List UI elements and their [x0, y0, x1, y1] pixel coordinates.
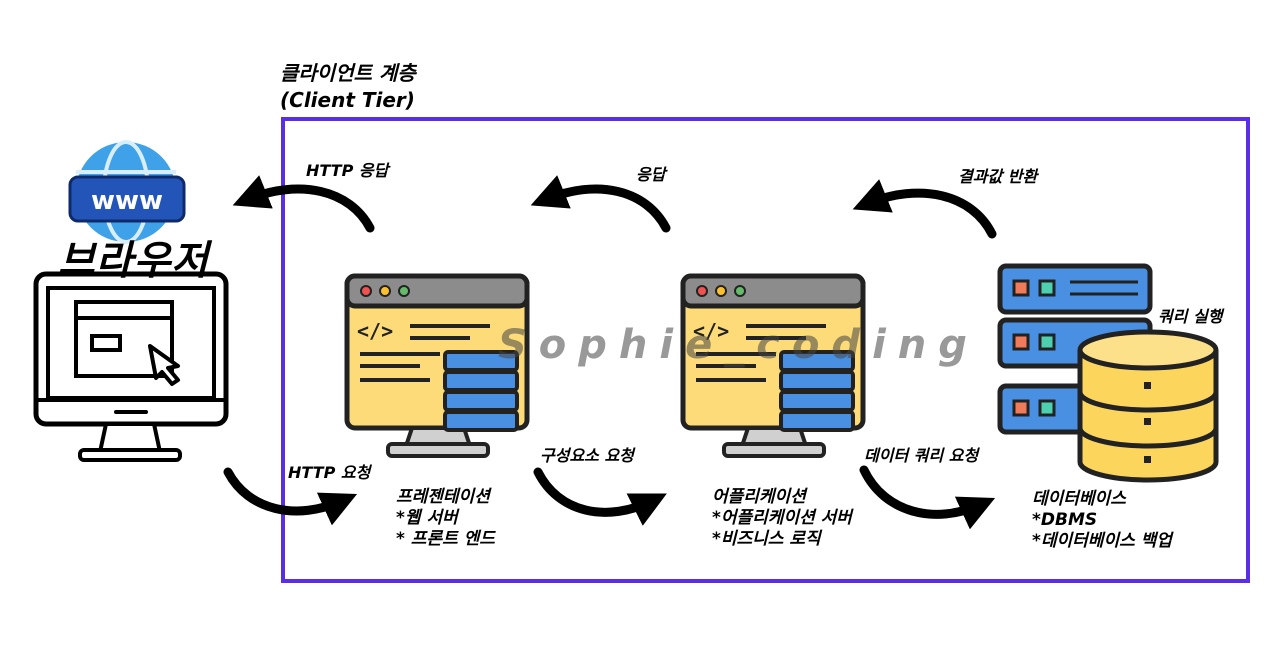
web-server-monitor-icon: </> — [344, 273, 530, 458]
component-request-label: 구성요소 요청 — [540, 446, 634, 465]
application-line2: *비즈니스 로직 — [712, 529, 821, 549]
http-request-arrow — [223, 467, 358, 526]
return-result-label: 결과값 반환 — [958, 167, 1038, 186]
desktop-monitor-icon — [33, 271, 229, 462]
tier-title-korean: 클라이언트 계층 — [280, 61, 416, 85]
database-title: 데이터베이스 — [1032, 489, 1126, 509]
svg-text:</>: </> — [693, 319, 729, 343]
database-description: 데이터베이스 *DBMS *데이터베이스 백업 — [1032, 489, 1172, 552]
db-query-request-arrow — [859, 465, 996, 530]
application-title: 어플리케이션 — [712, 487, 806, 507]
database-line2: *데이터베이스 백업 — [1032, 531, 1172, 551]
http-response-arrow — [232, 175, 375, 233]
application-line1: *어플리케이션 서버 — [712, 508, 852, 528]
database-server-icon — [997, 263, 1219, 483]
application-server-monitor-icon: </> — [680, 273, 866, 458]
watermark: Sophie_coding — [498, 322, 979, 368]
application-description: 어플리케이션 *어플리케이션 서버 *비즈니스 로직 — [712, 487, 852, 550]
browser-label: 브라우저 — [58, 238, 210, 284]
component-request-arrow — [533, 467, 667, 526]
presentation-line1: *웹 서버 — [396, 508, 458, 528]
http-request-label: HTTP 요청 — [288, 463, 371, 482]
tier-title-english: (Client Tier) — [280, 88, 415, 112]
presentation-line2: * 프론트 엔드 — [396, 529, 495, 549]
response-arrow — [530, 175, 671, 233]
presentation-description: 프레젠테이션 *웹 서버 * 프론트 엔드 — [396, 487, 495, 550]
response-label: 응답 — [636, 165, 666, 184]
www-text: www — [91, 186, 163, 216]
database-line1: *DBMS — [1032, 510, 1098, 530]
db-query-request-label: 데이터 쿼리 요청 — [864, 446, 979, 465]
query-execute-label: 쿼리 실행 — [1158, 307, 1223, 326]
globe-www-icon: www — [68, 140, 186, 244]
tier-title: 클라이언트 계층 (Client Tier) — [280, 60, 416, 114]
presentation-title: 프레젠테이션 — [396, 487, 490, 507]
return-result-arrow — [852, 179, 997, 239]
client-tier-box — [281, 117, 1250, 583]
svg-text:</>: </> — [357, 319, 393, 343]
http-response-label: HTTP 응답 — [306, 161, 389, 180]
